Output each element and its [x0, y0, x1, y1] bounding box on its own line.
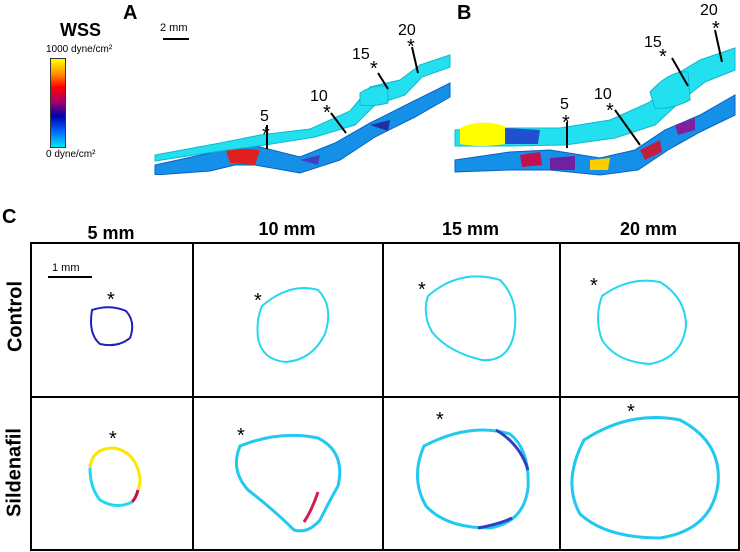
contour-sildenafil-5mm-red [130, 489, 140, 504]
star-control-5mm: * [107, 289, 115, 311]
contour-sildenafil-10mm-red [302, 491, 320, 523]
cell-sildenafil-20mm [559, 396, 740, 551]
scale-bar-bottom-line [48, 276, 92, 278]
contour-control-10mm [256, 287, 330, 364]
star-a-20: * [407, 36, 415, 58]
col-head-15mm: 15 mm [441, 219, 500, 239]
contour-sildenafil-15mm-blue [495, 428, 530, 471]
star-a-5: * [262, 124, 270, 146]
vessel-a [154, 46, 451, 175]
marker-a-15: 15 [352, 46, 370, 63]
marker-b-20: 20 [700, 2, 718, 19]
colorbar-max-label: 1000 dyne/cm² [46, 44, 113, 55]
star-b-10: * [606, 100, 614, 122]
scale-bar-top-line [163, 38, 189, 40]
star-a-15: * [370, 58, 378, 80]
contour-sildenafil-10mm [234, 433, 342, 533]
contour-control-5mm [90, 306, 134, 347]
marker-a-20: 20 [398, 22, 416, 39]
star-control-20mm: * [590, 275, 598, 297]
contour-sildenafil-15mm-blue2 [477, 516, 513, 530]
contour-sildenafil-15mm [415, 428, 530, 530]
vessel-b [454, 29, 736, 176]
panel-letter-a: A [123, 2, 138, 24]
contour-control-20mm [597, 279, 688, 366]
star-sildenafil-5mm: * [109, 428, 117, 450]
star-sildenafil-20mm: * [627, 401, 635, 423]
marker-b-5: 5 [560, 96, 569, 113]
scale-bar-bottom-label: 1 mm [52, 262, 80, 274]
col-head-20mm: 20 mm [619, 219, 678, 239]
col-head-10mm: 10 mm [258, 219, 316, 239]
panel-letter-c: C [2, 206, 17, 228]
star-sildenafil-10mm: * [237, 425, 245, 447]
marker-a-10: 10 [310, 88, 328, 105]
star-a-10: * [323, 102, 331, 124]
colorbar-min-label: 0 dyne/cm² [46, 149, 96, 160]
scale-bar-top-label: 2 mm [160, 22, 188, 34]
star-sildenafil-15mm: * [436, 409, 444, 431]
star-control-15mm: * [418, 279, 426, 301]
col-head-5mm: 5 mm [87, 223, 135, 243]
star-control-10mm: * [254, 290, 262, 312]
wss-title: WSS [60, 20, 102, 40]
panel-letter-b: B [457, 2, 472, 24]
star-b-20: * [712, 18, 720, 40]
star-b-5: * [562, 112, 570, 134]
contour-sildenafil-20mm [570, 416, 720, 540]
marker-a-5: 5 [260, 108, 269, 125]
star-b-15: * [659, 46, 667, 68]
contour-sildenafil-5mm-cyan [88, 467, 133, 507]
contour-control-15mm [424, 275, 517, 362]
colorbar [50, 58, 66, 148]
contour-sildenafil-5mm-yellow [88, 446, 142, 491]
marker-b-10: 10 [594, 86, 612, 103]
marker-b-15: 15 [644, 34, 662, 51]
